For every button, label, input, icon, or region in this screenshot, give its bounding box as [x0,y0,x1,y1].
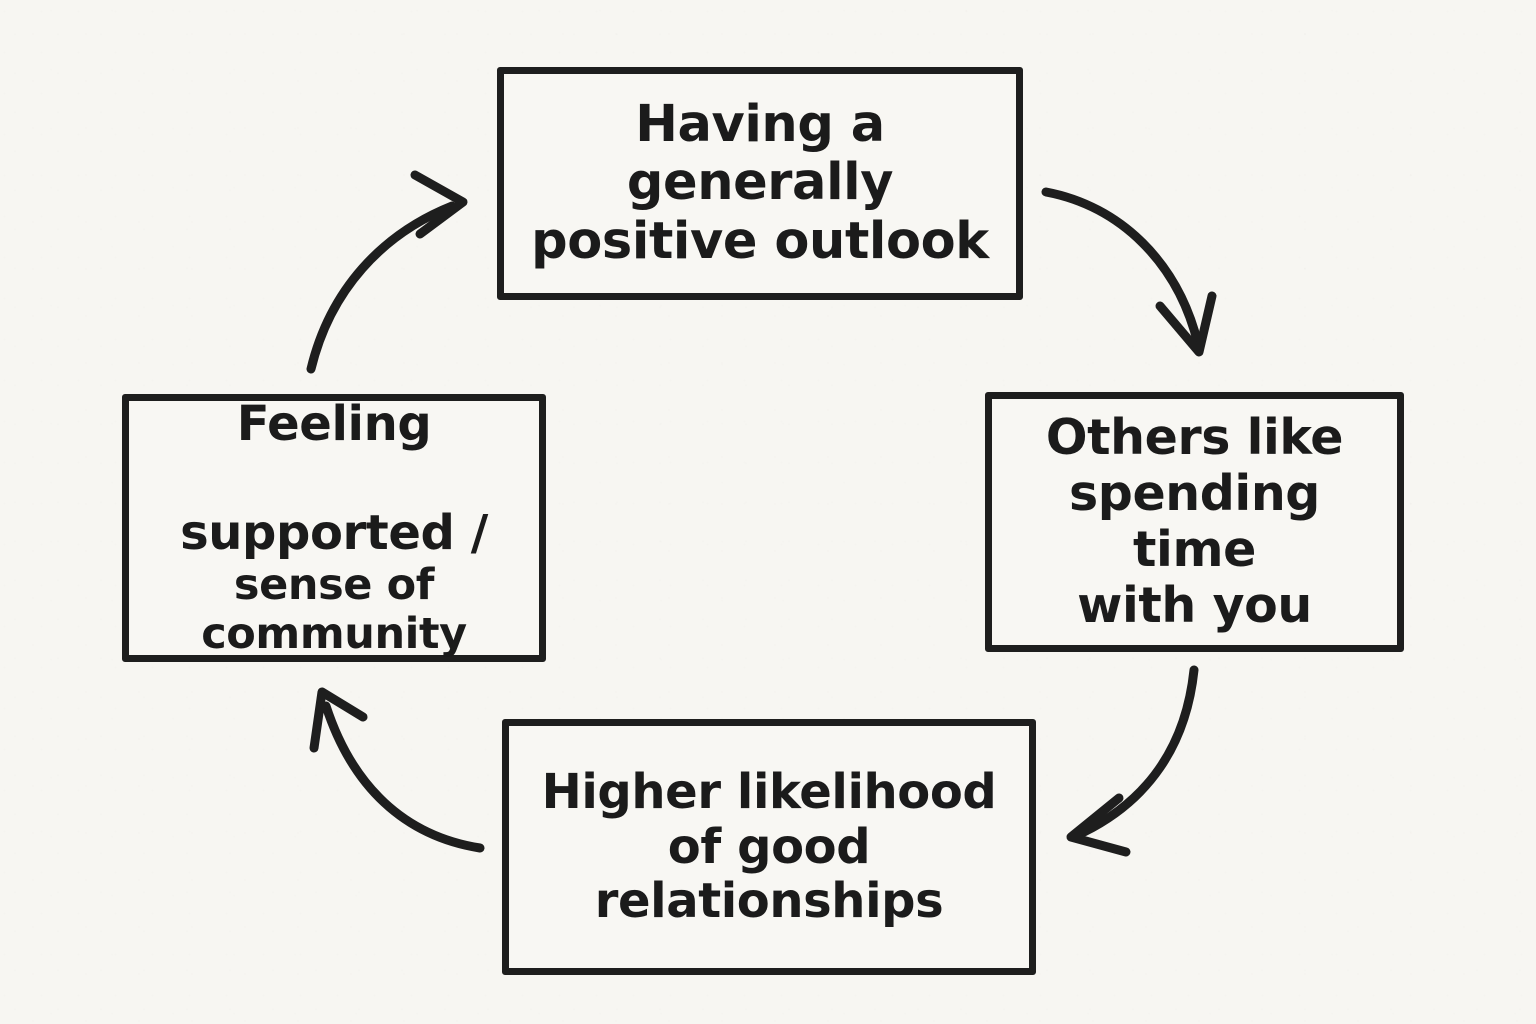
node-feeling-supported[interactable]: Feeling supported / sense of community [122,394,546,662]
node-positive-outlook-label: Having a generally positive outlook [531,95,989,271]
node-good-relationships-label: Higher likelihood of good relationships [541,763,997,930]
node-feeling-supported-line-2: supported / [180,505,488,562]
node-feeling-supported-line-1: Feeling [236,395,432,452]
node-others-like[interactable]: Others like spending time with you [985,392,1404,652]
node-others-like-label: Others like spending time with you [1045,409,1344,634]
arrow-right-to-bottom [1066,665,1199,857]
arrow-top-to-right [1041,187,1217,357]
node-good-relationships[interactable]: Higher likelihood of good relationships [502,719,1036,975]
node-feeling-supported-line-3: sense of community [201,560,467,660]
node-positive-outlook[interactable]: Having a generally positive outlook [497,67,1023,300]
arrow-bottom-to-left [309,687,485,853]
arrow-left-to-top [306,170,468,374]
node-feeling-supported-label: Feeling supported / sense of community [129,342,539,714]
